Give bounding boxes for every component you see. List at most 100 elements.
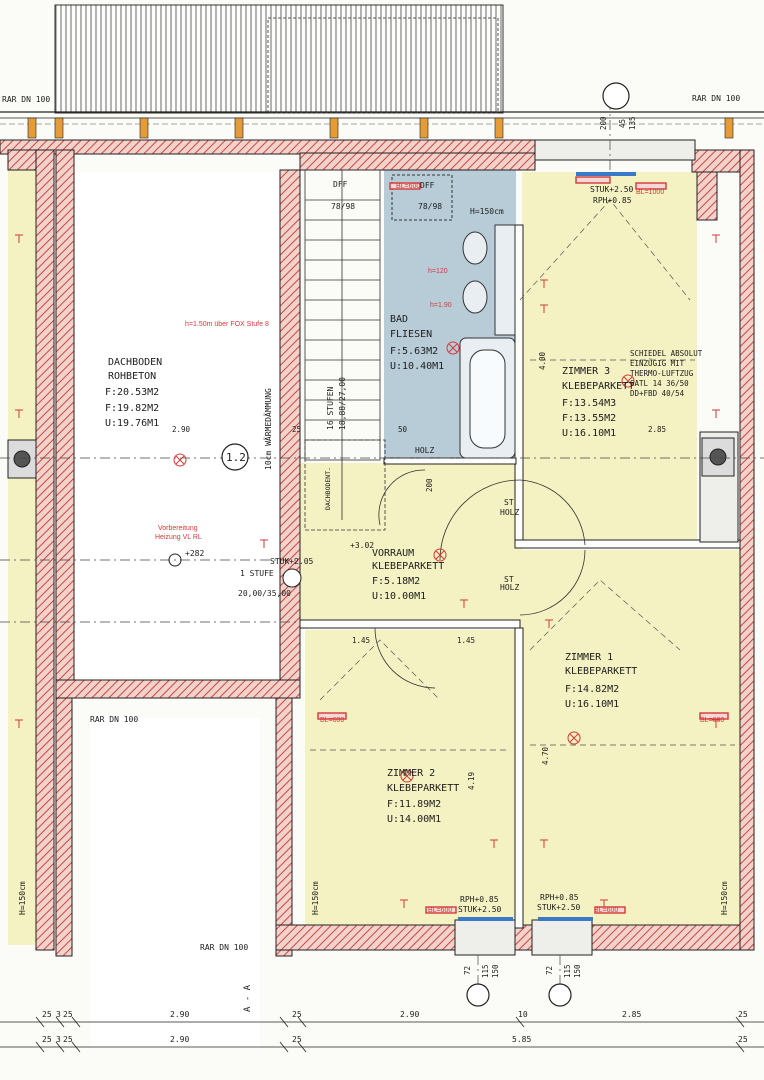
- window-markers: [458, 172, 636, 921]
- dim-400: 4.00: [538, 351, 547, 370]
- room-name-bad: BAD: [390, 314, 408, 325]
- room-floor-dachboden: ROHBETON: [108, 371, 156, 382]
- label-h120: h=120: [428, 268, 448, 275]
- label-h150-right: H=150cm: [720, 881, 729, 915]
- dim-row1-6: 10: [518, 1010, 528, 1019]
- lamp-icon: [173, 341, 635, 783]
- label-st-1: ST: [504, 498, 514, 507]
- label-rar-bottom: RAR DN 100: [200, 943, 248, 952]
- label-bl600-bad: BL=600: [396, 183, 420, 190]
- chimney-note-line-5: DD+FBD 40/54: [630, 389, 685, 398]
- walls: [0, 139, 755, 957]
- dim-135-top: 135: [628, 116, 637, 130]
- room-perimeter-dachboden: U:19.76M1: [105, 418, 159, 429]
- label-dachboden-note: DACHBODENT.: [324, 467, 332, 510]
- dim-72-b1: 72: [463, 966, 472, 975]
- chimney-note-line-2: EINZÜGIG MIT: [630, 359, 685, 368]
- label-bl600-z1: BL=600: [700, 717, 724, 724]
- dim-200-vorraum: 200: [425, 478, 434, 492]
- label-h150-zimmer2: H=150cm: [311, 881, 320, 915]
- label-stuk-250-top: STUK+2.50: [590, 185, 634, 194]
- dim-419: 4.19: [467, 772, 476, 790]
- room-floor-bad: FLIESEN: [390, 329, 432, 340]
- dim-row2-5: 5.85: [512, 1035, 531, 1044]
- section-marker-b2: [548, 983, 572, 1007]
- dim-row2-4: 25: [292, 1035, 302, 1044]
- bath-fixtures: [391, 174, 516, 459]
- label-insulation: 10cm WÄRMEDÄMMUNG: [263, 388, 273, 470]
- chimney-note-line-4: SATL 14 36/50: [630, 379, 689, 388]
- room-area-zimmer2: F:11.89M2: [387, 799, 441, 810]
- label-dff-stair: DFF: [333, 180, 348, 189]
- dim-290-inner: 2.90: [172, 425, 191, 434]
- label-bl600-b1: BL=600: [428, 907, 452, 914]
- label-dff-size-stair: 78/98: [331, 202, 355, 211]
- dim-285-inner: 2.85: [648, 425, 666, 434]
- room-floor-zimmer1: KLEBEPARKETT: [565, 666, 637, 677]
- label-stairs-count: 16 STUFEN: [326, 386, 335, 430]
- terrace-railing: [54, 4, 504, 114]
- room-name-zimmer1: ZIMMER 1: [565, 652, 613, 663]
- dim-row2-0: 25: [42, 1035, 52, 1044]
- chimney-note-line-3: THERMO-LUFTZUG: [630, 369, 694, 378]
- label-h150-fox: h=1.50m über FOX Stufe 8: [185, 321, 269, 328]
- label-rph-085-b1: RPH+0.85: [460, 895, 499, 904]
- room-floor-zimmer3: KLEBEPARKETT: [562, 381, 634, 392]
- room-name-zimmer2: ZIMMER 2: [387, 768, 435, 779]
- dimension-lines: [0, 1021, 764, 1048]
- dim-row2-2: 25: [63, 1035, 73, 1044]
- label-stuk-250-b1: STUK+2.50: [458, 905, 502, 914]
- label-holz-2: HOLZ: [500, 508, 519, 517]
- label-h150-left: H=150cm: [18, 881, 27, 915]
- label-rar-top-left: RAR DN 100: [2, 95, 50, 104]
- room-area2-zimmer3: F:13.55M2: [562, 413, 616, 424]
- room-fills: [8, 170, 740, 1048]
- dim-150-b2: 150: [573, 964, 582, 978]
- room-name-vorraum: VORRAUM: [372, 548, 414, 559]
- label-bl600-z2: BL=600: [320, 717, 344, 724]
- label-rar-top-right: RAR DN 100: [692, 94, 740, 103]
- room-name-zimmer3: ZIMMER 3: [562, 366, 610, 377]
- dim-row2-1: 3: [56, 1035, 61, 1044]
- dim-150-b1: 150: [491, 964, 500, 978]
- grid-axis-marker: [221, 443, 249, 471]
- label-dff-size-bad: 78/98: [418, 202, 442, 211]
- label-rph-085-top: RPH+0.85: [593, 196, 632, 205]
- room-perimeter-vorraum: U:10.00M1: [372, 591, 426, 602]
- dim-145b: 1.45: [457, 636, 475, 645]
- appliances: [7, 437, 735, 479]
- dim-row1-0: 25: [42, 1010, 52, 1019]
- dim-row2-6: 25: [738, 1035, 748, 1044]
- level-marker-282: [168, 553, 182, 567]
- label-bl600-b2: BL=600: [594, 907, 618, 914]
- chimney-note-line-1: SCHIEDEL ABSOLUT: [630, 349, 703, 358]
- label-level-302: +3.02: [350, 541, 374, 550]
- label-h190: h=1.90: [430, 302, 452, 309]
- room-perimeter-zimmer1: U:16.10M1: [565, 699, 619, 710]
- label-stairs-size: 18,88/27,00: [338, 377, 347, 430]
- dim-50-bad: 50: [398, 425, 408, 434]
- label-section-mark: A - A: [243, 984, 253, 1012]
- room-area-vorraum: F:5.18M2: [372, 576, 420, 587]
- label-level-282: +282: [185, 549, 204, 558]
- bed-hints: [310, 199, 735, 751]
- room-floor-vorraum: KLEBEPARKETT: [372, 561, 444, 572]
- label-holz-1: HOLZ: [415, 446, 434, 455]
- room-area-bad: F:5.63M2: [390, 346, 438, 357]
- room-area1-dachboden: F:20.53M2: [105, 387, 159, 398]
- radiator-icon: [317, 176, 729, 914]
- dim-row1-8: 25: [738, 1010, 748, 1019]
- label-st-2: ST: [504, 575, 514, 584]
- dim-200-top: 200: [599, 116, 608, 130]
- dim-45-top: 45: [618, 119, 627, 128]
- dim-row2-3: 2.90: [170, 1035, 189, 1044]
- room-floor-zimmer2: KLEBEPARKETT: [387, 783, 459, 794]
- dim-72-b2: 72: [545, 966, 554, 975]
- label-one-step-size: 20,00/35,00: [238, 589, 291, 598]
- label-bl1000: BL=1000: [636, 189, 664, 196]
- parapet-posts: [27, 117, 734, 139]
- dim-row1-3: 2.90: [170, 1010, 189, 1019]
- dim-row1-4: 25: [292, 1010, 302, 1019]
- dim-25-inner: 25: [292, 425, 301, 434]
